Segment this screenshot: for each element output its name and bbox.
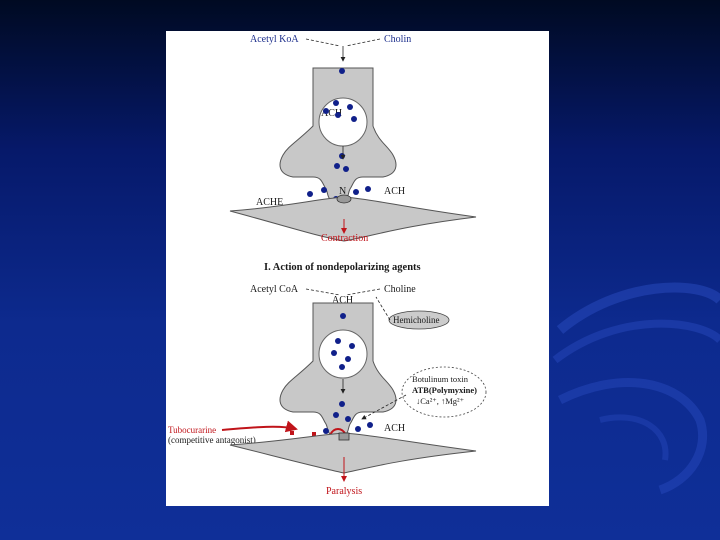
tubocurarine-note: (competitive antagonist) [168,435,256,445]
top-acetyl-arrow [305,38,341,47]
top-molecule [334,163,340,169]
bottom-choline-label: Choline [384,284,416,295]
top-molecule [353,189,359,195]
top-choline-arrow [345,38,381,47]
top-molecule [339,68,345,74]
toxin-line1: Botulinum toxin [412,374,469,384]
top-choline-label: Cholin [384,34,411,45]
bottom-molecule [349,343,355,349]
toxin-block-arrow [361,394,407,420]
bottom-ach-label: ACH [332,295,353,306]
hemicholine-bubble [388,310,450,330]
top-molecule [321,187,327,193]
top-molecule [351,116,357,122]
bottom-molecule [367,422,373,428]
top-outcome-label: Contraction [321,233,368,244]
bottom-molecule [345,416,351,422]
bottom-vesicle [318,329,368,379]
bottom-ach-right-label: ACH [384,423,405,434]
bottom-choline-arrow [345,288,381,296]
bottom-molecule [339,401,345,407]
toxin-line3: ↓Ca²⁺, ↑Mg²⁺ [416,396,465,406]
hemicholine-block-arrow [375,296,391,321]
bottom-acetyl-arrow [305,288,341,296]
top-acetyl-coa-label: Acetyl KoA [250,34,299,45]
bottom-outcome-label: Paralysis [326,486,362,497]
tubocurarine-molecule [312,432,316,436]
top-vesicle-label: ACH [321,108,342,119]
top-molecule [343,166,349,172]
bottom-molecule [345,356,351,362]
top-molecule [347,104,353,110]
bottom-receptor [338,432,350,441]
hemicholine-label: Hemicholine [393,315,440,325]
top-muscle-fiber [229,196,477,242]
bottom-acetyl-coa-label: Acetyl CoA [250,284,299,295]
top-molecule [365,186,371,192]
top-synapse: Acetyl KoA Cholin ACH N ACH ACHE Contrac… [229,34,477,244]
top-molecule [333,100,339,106]
diagram-panel: Acetyl KoA Cholin ACH N ACH ACHE Contrac… [166,31,549,506]
bottom-molecule [323,428,329,434]
tubocurarine-arrow [221,420,298,433]
bottom-molecule [331,350,337,356]
bottom-molecule [333,412,339,418]
bottom-synapse: Acetyl CoA Choline ACH Hemicholine Botul… [168,284,487,497]
bottom-molecule [335,338,341,344]
bottom-molecule [340,313,346,319]
top-vesicle [318,97,368,147]
bottom-molecule [339,364,345,370]
top-molecule [335,112,341,118]
top-molecule [307,191,313,197]
toxin-bubble [401,366,487,418]
tubocurarine-molecule [290,431,294,435]
tubocurarine-label: Tubocurarine [168,425,216,435]
bottom-molecule [355,426,361,432]
top-receptor [336,194,352,204]
section-title: I. Action of nondepolarizing agents [264,262,421,273]
top-ache-label: ACHE [256,197,283,208]
synapse-diagram: Acetyl KoA Cholin ACH N ACH ACHE Contrac… [168,34,487,497]
top-molecule [323,108,329,114]
bottom-muscle-fiber [229,432,477,474]
toxin-line2: ATB(Polymyxine) [412,385,477,395]
top-molecule [339,153,345,159]
top-receptor-label: N [339,186,346,197]
top-ach-label: ACH [384,186,405,197]
